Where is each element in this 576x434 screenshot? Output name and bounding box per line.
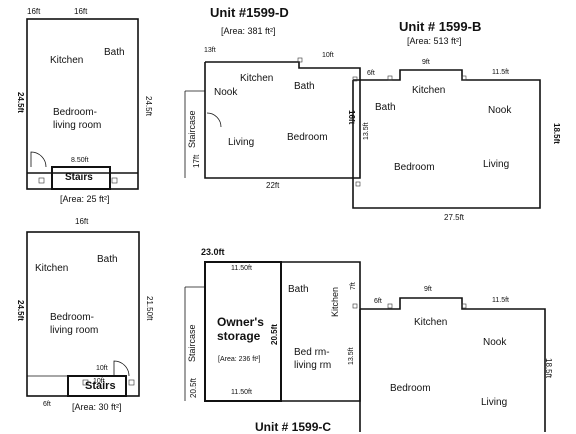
unit-c-storage-box — [204, 261, 282, 402]
unit-d-area: [Area: 381 ft²] — [221, 26, 276, 36]
unit-c-dim-storage-side: 20.5ft — [270, 324, 279, 345]
unit-d-room-nook: Nook — [214, 87, 238, 98]
unit-c-outline — [281, 261, 361, 402]
plan-a-dim-left: 24.5ft — [16, 92, 25, 113]
unit-e-dim-bump: 9ft — [424, 286, 432, 293]
unit-d-dim-left: 17ft — [192, 154, 201, 168]
unit-c-staircase: Staircase — [187, 324, 197, 362]
unit-c-storage-1: Owner's — [217, 315, 264, 329]
unit-b-dim-bump: 9ft — [422, 59, 430, 66]
unit-c-storage-2: storage — [217, 329, 261, 343]
unit-b-room-bedroom: Bedroom — [394, 162, 435, 173]
plan-b-dim-stair-top: 10ft — [96, 365, 108, 372]
unit-d-dim-right: 16ft — [347, 110, 356, 125]
unit-d-room-bath: Bath — [294, 81, 315, 92]
unit-e-dim-right-top: 11.5ft — [492, 297, 509, 304]
unit-b-outline — [352, 69, 541, 209]
plan-a-area: [Area: 25 ft²] — [60, 194, 110, 204]
plan-b-dim-right: 21.50ft — [145, 296, 154, 321]
unit-e-dim-left-top: 6ft — [374, 298, 382, 305]
plan-b-dim-stair-label: 10ft — [93, 378, 105, 385]
unit-b-dim-left-top: 6ft — [367, 70, 375, 77]
unit-c-dim-storage-top: 11.50ft — [231, 265, 252, 272]
unit-b-dim-right: 18.5ft — [552, 123, 561, 144]
unit-e-dim-inner: 13.5ft — [348, 347, 355, 365]
unit-c-room-bed-2: living rm — [294, 360, 332, 371]
unit-d-title: Unit #1599-D — [210, 5, 289, 20]
unit-b-dim-right-top: 11.5ft — [492, 69, 509, 76]
plan-b-dim-left: 24.5ft — [16, 300, 25, 321]
plan-b-room-bath: Bath — [97, 254, 118, 265]
unit-d-dim-bottom: 22ft — [266, 181, 280, 190]
plan-b-stairs-label: Stairs — [85, 380, 116, 392]
unit-b-room-nook: Nook — [488, 105, 512, 116]
unit-e-outline — [360, 297, 546, 432]
plan-a-room-bedroom-1: Bedroom- — [53, 107, 97, 118]
plan-a-room-kitchen: Kitchen — [50, 55, 84, 66]
unit-e-room-bedroom: Bedroom — [390, 383, 431, 394]
unit-b-dim-inner: 13.5ft — [363, 122, 370, 140]
plan-b-dim-bottom-left: 6ft — [43, 401, 51, 408]
unit-e-dim-right: 18.5ft — [544, 358, 553, 379]
unit-d-staircase: Staircase — [187, 110, 197, 148]
unit-c-room-kitchen: Kitchen — [330, 286, 340, 317]
unit-b-dim-bottom: 27.5ft — [444, 213, 465, 222]
plan-a-room-bedroom-2: living room — [53, 120, 102, 131]
unit-c-title: Unit # 1599-C — [255, 420, 332, 434]
unit-c-dim-kitchen-side: 7ft — [350, 282, 357, 290]
plan-a-stairs-box — [51, 166, 111, 190]
unit-c-room-bath: Bath — [288, 284, 309, 295]
plan-a-dim-top: 16ft — [74, 7, 88, 16]
unit-e-room-kitchen: Kitchen — [414, 317, 448, 328]
unit-c-storage-area: [Area: 236 ft²] — [218, 356, 261, 363]
plan-b-area: [Area: 30 ft²] — [72, 402, 122, 412]
plan-b-room-bedroom-1: Bedroom- — [50, 312, 94, 323]
unit-d-room-kitchen: Kitchen — [240, 73, 274, 84]
plan-b-room-kitchen: Kitchen — [35, 263, 69, 274]
unit-d-dim-top-left: 13ft — [204, 47, 216, 54]
unit-d-dim-top-right: 10ft — [322, 52, 334, 59]
unit-b-room-living: Living — [483, 159, 510, 170]
unit-d-room-living: Living — [228, 137, 255, 148]
unit-c-room-bed-1: Bed rm- — [294, 347, 330, 358]
plan-a-dim-top-left: 16ft — [27, 7, 41, 16]
unit-e-room-nook: Nook — [483, 337, 507, 348]
unit-e-room-living: Living — [481, 397, 508, 408]
plan-a-stairs-label: Stairs — [65, 172, 93, 183]
unit-c-dim-left: 20.5ft — [189, 377, 198, 398]
unit-d-outline — [204, 61, 361, 179]
unit-b-room-bath: Bath — [375, 102, 396, 113]
unit-d-room-bedroom: Bedroom — [287, 132, 328, 143]
plan-b-stairs-box — [67, 375, 127, 397]
unit-c-dim-storage-bottom: 11.50ft — [231, 389, 252, 396]
plan-a-room-bath: Bath — [104, 47, 125, 58]
plan-b-room-bedroom-2: living room — [50, 325, 99, 336]
unit-b-title: Unit # 1599-B — [399, 19, 482, 34]
unit-b-area: [Area: 513 ft²] — [407, 36, 462, 46]
plan-b-dim-top: 16ft — [75, 217, 89, 226]
plan-a-dim-right: 24.5ft — [144, 96, 153, 117]
unit-c-width-label: 23.0ft — [201, 247, 225, 257]
plan-a-dim-stairs: 8.50ft — [71, 157, 89, 164]
unit-b-room-kitchen: Kitchen — [412, 85, 446, 96]
